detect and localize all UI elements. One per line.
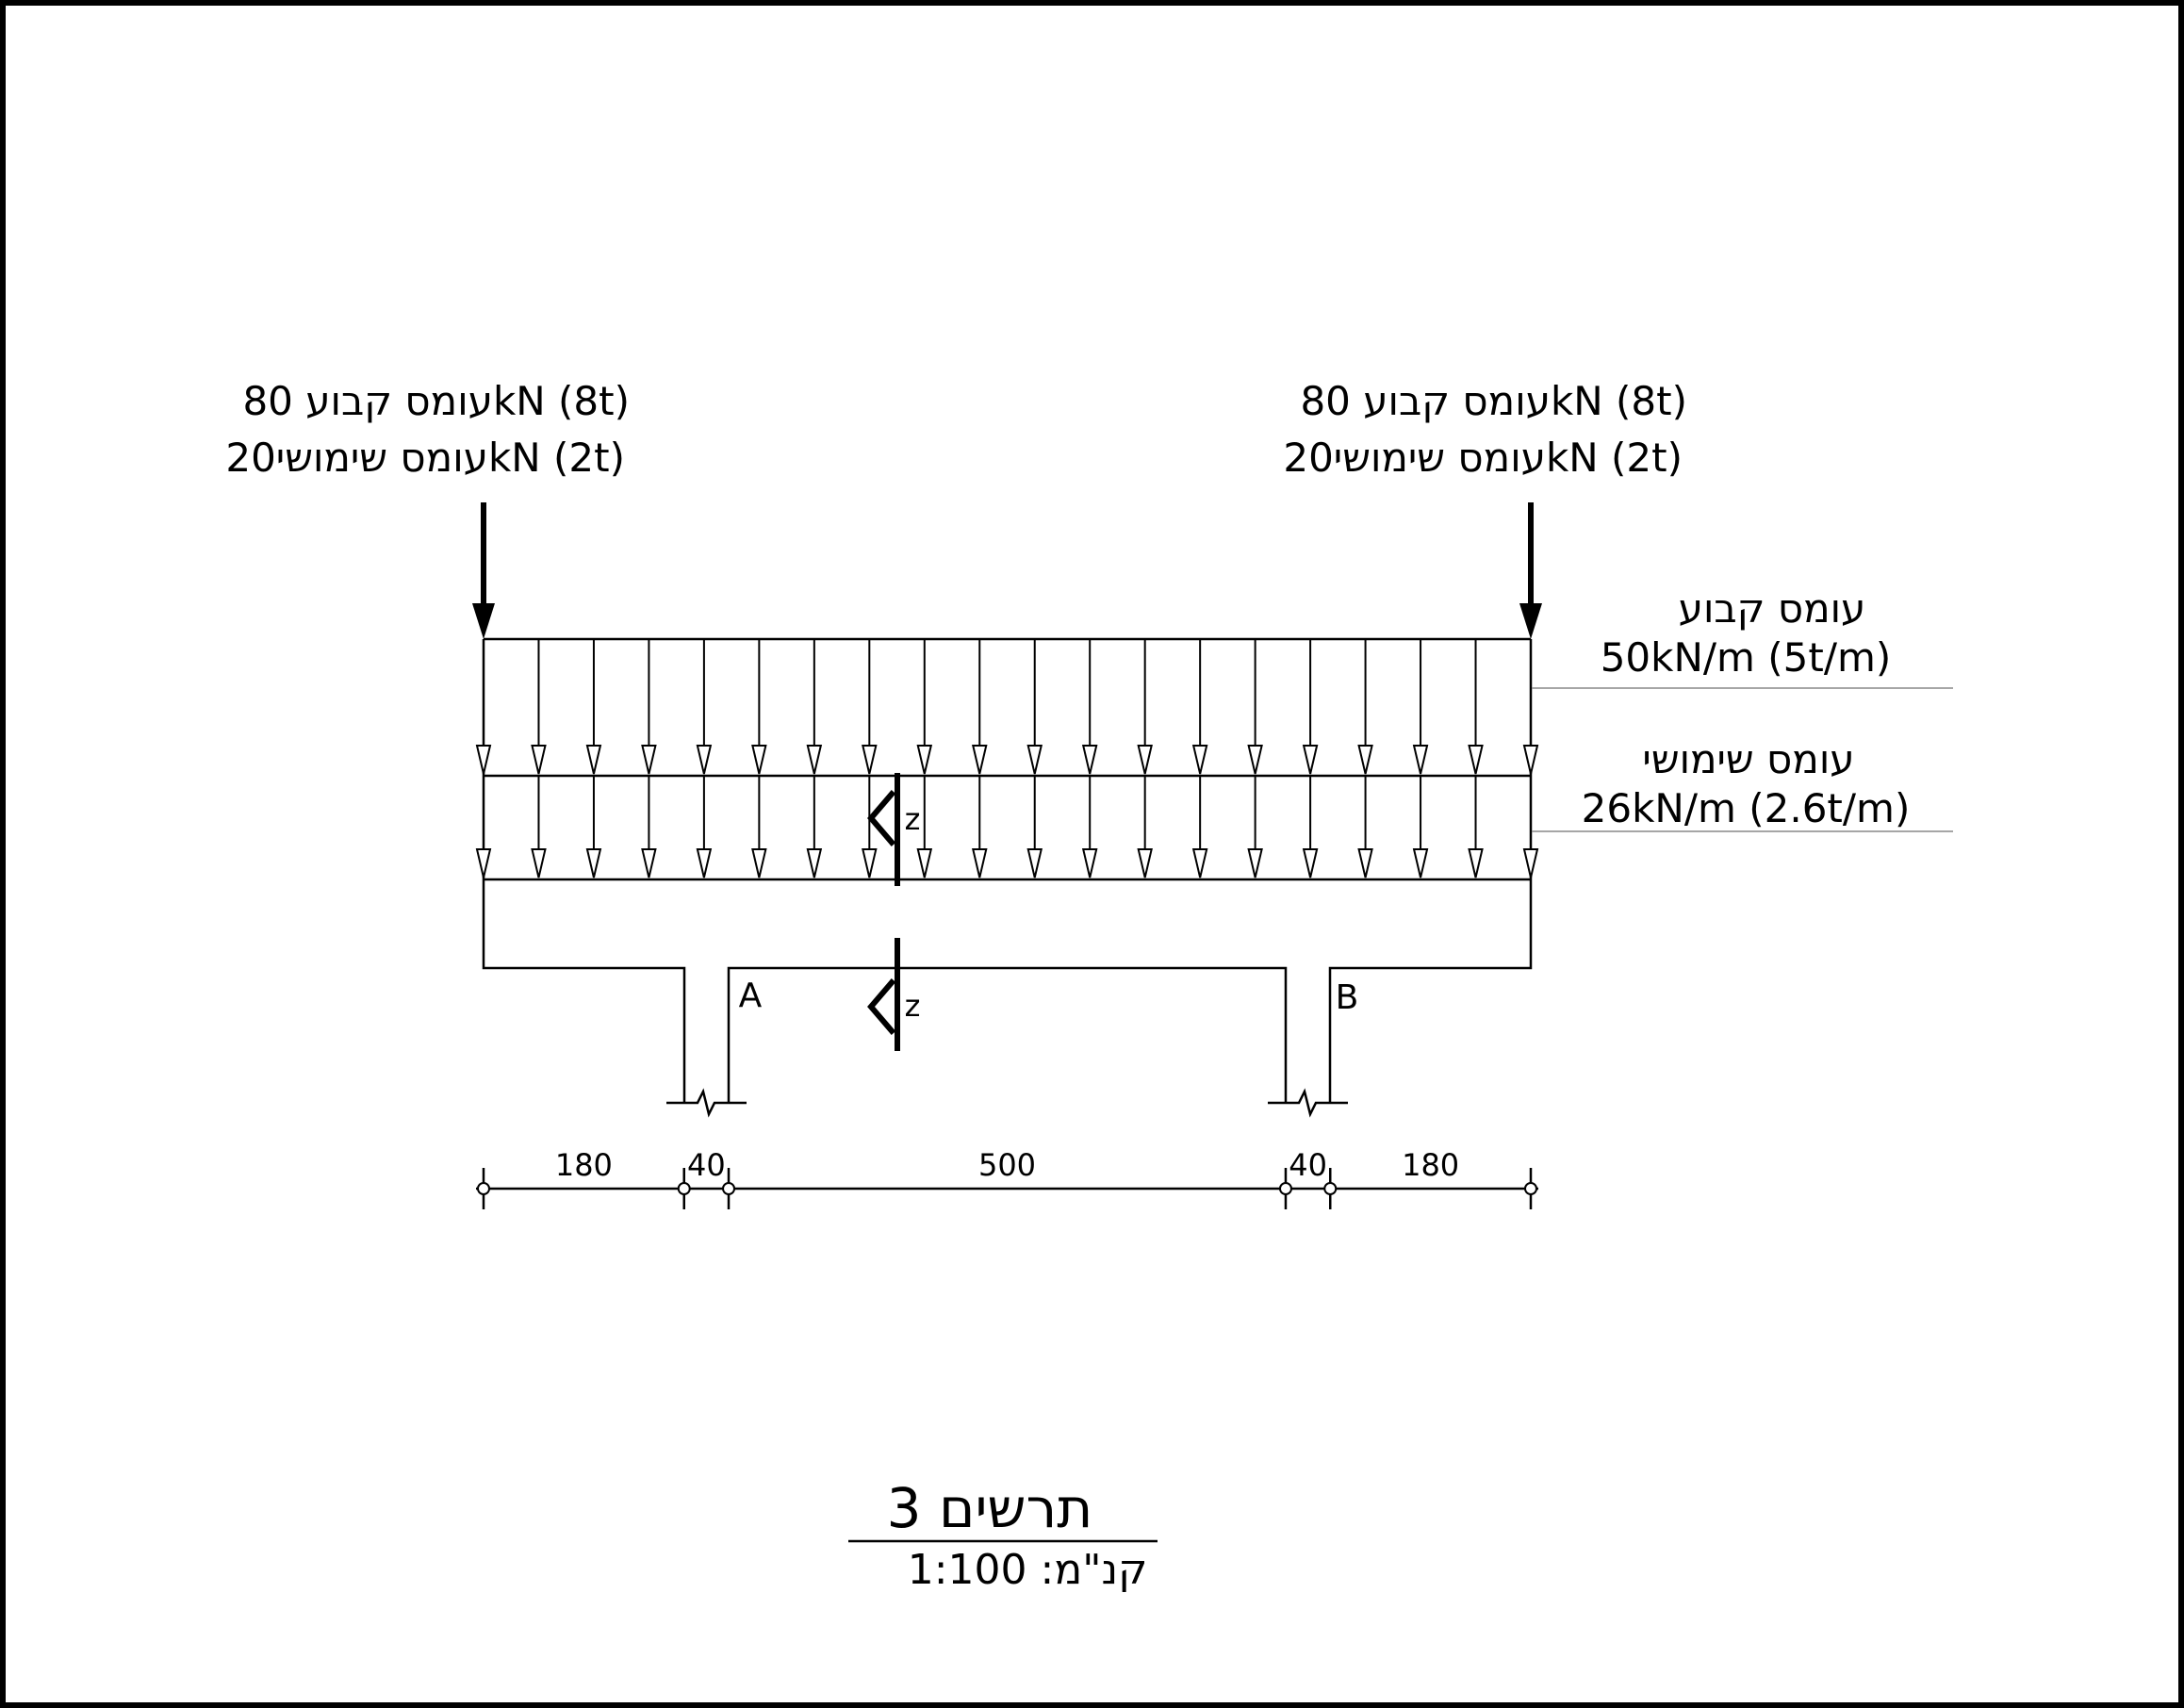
live-load-value: 26kN/m (2.6t/m)	[1582, 785, 1911, 831]
live-load-arrow	[475, 776, 492, 879]
left-point-load-permanent-label: עומס קבוע 80kN (8t)	[242, 378, 630, 424]
column-a-break-symbol	[666, 1088, 747, 1118]
dimension-label: 180	[1402, 1147, 1459, 1183]
live-load-arrow	[1081, 776, 1098, 879]
live-load-arrow	[1137, 776, 1153, 879]
live-load-arrow	[1412, 776, 1429, 879]
distributed-load-arrows	[475, 639, 1539, 879]
live-load-arrow	[1522, 776, 1539, 879]
right-point-load-live-label: עומס שימושי20kN (2t)	[1283, 435, 1683, 481]
live-load-label: עומס שימושי	[1642, 736, 1854, 782]
dimension-node	[1278, 1182, 1292, 1195]
permanent-load-arrow	[585, 639, 602, 775]
permanent-load-arrow	[1247, 639, 1263, 775]
live-load-arrow	[531, 776, 547, 879]
live-load-arrow	[1357, 776, 1373, 879]
column-b-break-symbol	[1268, 1088, 1348, 1118]
permanent-load-arrow	[1026, 639, 1043, 775]
permanent-load-arrow	[531, 639, 547, 775]
dimension-label: 500	[978, 1147, 1036, 1183]
section-mark-lower: z	[867, 938, 921, 1051]
permanent-load-arrow	[1468, 639, 1484, 775]
live-load-arrow	[641, 776, 657, 879]
dimension-texts: 180 40 500 40 180	[555, 1147, 1459, 1183]
dimension-node	[722, 1182, 736, 1195]
dimension-node	[477, 1182, 490, 1195]
permanent-load-label: עומס קבוע	[1679, 585, 1866, 632]
permanent-load-arrow	[1137, 639, 1153, 775]
permanent-load-arrow	[1081, 639, 1098, 775]
permanent-load-arrow	[1302, 639, 1319, 775]
permanent-load-arrow	[1357, 639, 1373, 775]
dimension-label: 40	[1289, 1147, 1327, 1183]
beam-outline	[482, 879, 1533, 1103]
live-load-arrow	[916, 776, 933, 879]
live-load-arrow	[1302, 776, 1319, 879]
live-load-arrow	[1191, 776, 1208, 879]
drawing-scale: קנ"מ: 1:100	[908, 1546, 1148, 1594]
permanent-load-arrow	[972, 639, 988, 775]
live-load-arrow	[1026, 776, 1043, 879]
dimension-node	[1524, 1182, 1537, 1195]
dimension-label: 40	[687, 1147, 726, 1183]
section-mark-upper-letter: z	[905, 801, 921, 837]
drawing-title: תרשים 3	[887, 1476, 1093, 1540]
section-mark-lower-letter: z	[905, 988, 921, 1024]
live-load-arrow	[1468, 776, 1484, 879]
support-b-label: B	[1336, 978, 1359, 1017]
permanent-load-arrow	[1412, 639, 1429, 775]
permanent-load-value: 50kN/m (5t/m)	[1601, 634, 1892, 681]
live-load-arrow	[972, 776, 988, 879]
right-point-load-arrow	[1519, 502, 1542, 639]
permanent-load-arrow	[1191, 639, 1208, 775]
permanent-load-arrow	[475, 639, 492, 775]
dimension-node	[1323, 1182, 1338, 1195]
live-load-arrow	[806, 776, 823, 879]
permanent-load-arrow	[806, 639, 823, 775]
live-load-arrow	[1247, 776, 1263, 879]
left-point-load-arrow	[472, 502, 495, 639]
right-point-load-permanent-label: עומס קבוע 80kN (8t)	[1300, 378, 1687, 424]
permanent-load-arrow	[751, 639, 767, 775]
dimension-node	[677, 1182, 691, 1195]
permanent-load-arrow	[916, 639, 933, 775]
support-a-label: A	[739, 977, 763, 1015]
live-load-arrow	[696, 776, 713, 879]
left-point-load-live-label: עומס שימושי20kN (2t)	[225, 435, 625, 481]
dimension-label: 180	[555, 1147, 613, 1183]
section-mark-upper: z	[867, 773, 921, 886]
permanent-load-arrow	[862, 639, 878, 775]
live-load-arrow	[585, 776, 602, 879]
dimension-line	[476, 1168, 1538, 1209]
live-load-arrow	[751, 776, 767, 879]
permanent-load-arrow	[641, 639, 657, 775]
live-load-arrow	[862, 776, 878, 879]
permanent-load-arrow	[696, 639, 713, 775]
permanent-load-arrow	[1522, 639, 1539, 775]
